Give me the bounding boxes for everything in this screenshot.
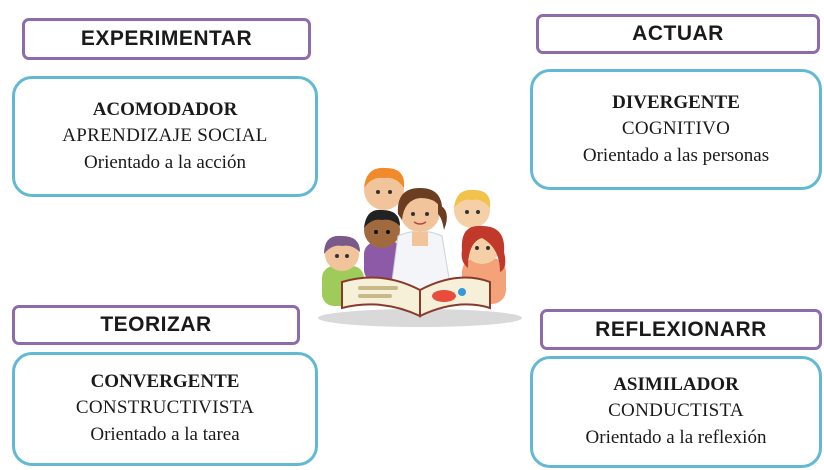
card-style-kind: CONSTRUCTIVISTA — [75, 397, 255, 418]
card-style-name: DIVERGENTE — [612, 91, 740, 113]
card-style-name: ASIMILADOR — [613, 374, 739, 395]
convergente-card: CONVERGENTE CONSTRUCTIVISTA Orientado a … — [12, 352, 318, 466]
divergente-card: DIVERGENTE COGNITIVO Orientado a las per… — [530, 69, 822, 190]
card-style-kind: CONDUCTISTA — [608, 400, 744, 421]
card-style-kind: APRENDIZAJE SOCIAL — [62, 124, 268, 146]
asimilador-card: ASIMILADOR CONDUCTISTA Orientado a la re… — [530, 356, 822, 468]
card-style-desc: Orientado a las personas — [582, 144, 770, 166]
card-style-desc: Orientado a la acción — [84, 151, 246, 173]
ground-shadow — [318, 309, 522, 327]
card-style-kind: COGNITIVO — [621, 117, 731, 139]
open-book — [341, 276, 491, 318]
child-blonde — [454, 189, 491, 228]
actuar-label: ACTUAR — [536, 14, 820, 54]
experimentar-label: EXPERIMENTAR — [22, 18, 311, 60]
card-style-desc: Orientado a la tarea — [90, 424, 240, 445]
card-style-name: ACOMODADOR — [92, 98, 238, 120]
acomodador-card: ACOMODADOR APRENDIZAJE SOCIAL Orientado … — [12, 76, 318, 197]
card-style-desc: Orientado a la reflexión — [585, 427, 767, 448]
child-orange-hair — [364, 167, 405, 210]
teorizar-label: TEORIZAR — [12, 305, 300, 345]
reflexionarr-label: REFLEXIONARR — [540, 309, 822, 350]
teacher-children-reading-illustration — [318, 167, 522, 327]
card-style-name: CONVERGENTE — [90, 371, 240, 392]
